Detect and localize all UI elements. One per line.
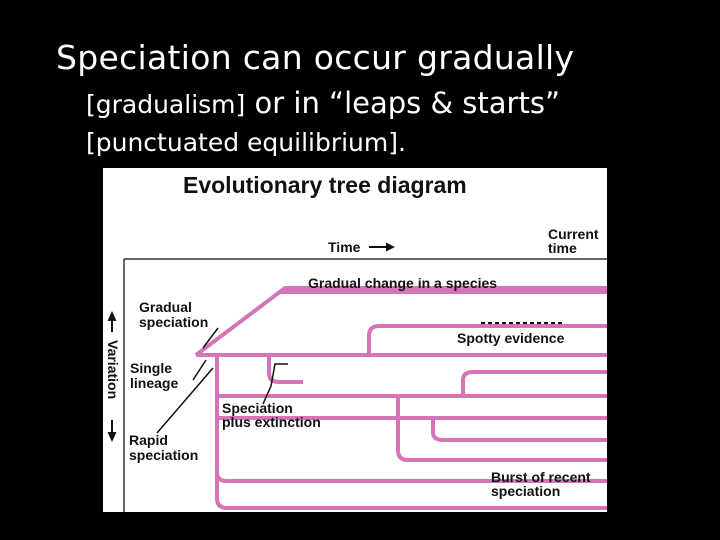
gradual-speciation-label-1: Gradual: [139, 299, 192, 315]
speciation-extinction-label-1: Speciation: [222, 400, 293, 416]
slide-title-line-2: [gradualism] or in “leaps & starts”: [86, 86, 560, 120]
speciation-extinction-label-2: plus extinction: [222, 414, 321, 430]
diagram-title: Evolutionary tree diagram: [183, 172, 467, 198]
evolutionary-tree-figure: Evolutionary tree diagram Time Current t…: [103, 168, 607, 512]
time-arrow-head: [386, 242, 395, 252]
current-time-label-1: Current: [548, 226, 599, 242]
single-lineage-label-1: Single: [130, 360, 172, 376]
rapid-speciation-label-2: speciation: [129, 447, 198, 463]
slide-title-line-1: Speciation can occur gradually: [56, 38, 575, 77]
single-lineage-pointer: [192, 359, 207, 381]
burst-label-2: speciation: [491, 483, 560, 499]
evolutionary-tree-svg: Evolutionary tree diagram Time Current t…: [105, 172, 607, 512]
leaps-and-starts-text: or in “leaps & starts”: [245, 86, 560, 120]
gradual-speciation-pointer: [202, 327, 219, 349]
branch-burst-b: [431, 418, 607, 442]
spotty-evidence-label: Spotty evidence: [457, 330, 565, 346]
time-label: Time: [328, 239, 361, 255]
branch-gradual-change: [194, 286, 607, 357]
variation-label: Variation: [105, 340, 121, 399]
tree-branches: [194, 286, 607, 510]
gradual-change-label: Gradual change in a species: [308, 275, 497, 291]
branch-spotty: [367, 324, 607, 355]
extinction-pointer: [262, 363, 288, 405]
current-time-label-2: time: [548, 240, 577, 256]
branch-main-trunk: [215, 355, 607, 510]
variation-arrow-down: [107, 432, 117, 442]
single-lineage-label-2: lineage: [130, 375, 178, 391]
branch-rapid-3: [215, 418, 607, 483]
branch-burst-c: [461, 370, 607, 396]
rapid-speciation-pointer: [156, 367, 214, 434]
slide-title-line-3: [punctuated equilibrium].: [86, 128, 406, 157]
gradual-speciation-label-2: speciation: [139, 314, 208, 330]
burst-label-1: Burst of recent: [491, 469, 591, 485]
branch-burst-a: [396, 396, 607, 462]
rapid-speciation-label-1: Rapid: [129, 432, 168, 448]
gradualism-term: [gradualism]: [86, 90, 246, 119]
variation-arrow-up: [107, 311, 117, 321]
